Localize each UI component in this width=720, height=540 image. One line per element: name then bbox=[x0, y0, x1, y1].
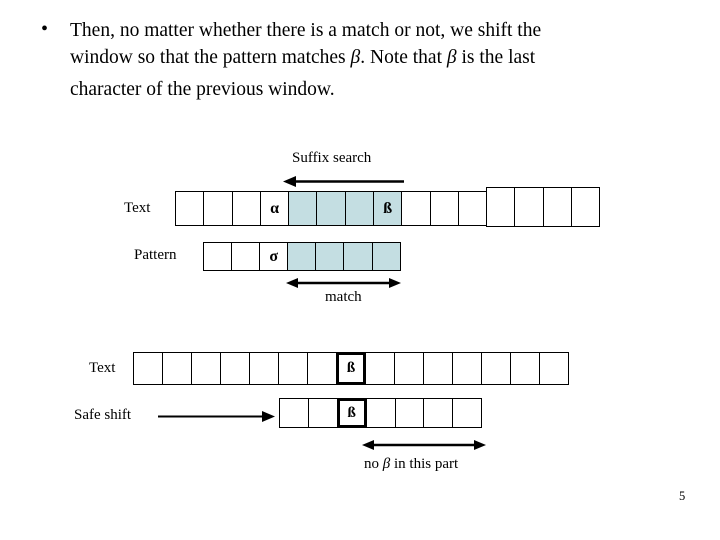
grid-cell bbox=[231, 242, 261, 271]
grid-cell: σ bbox=[259, 242, 289, 271]
beta-symbol: β bbox=[446, 47, 457, 68]
grid-cell bbox=[175, 191, 205, 226]
grid-cell bbox=[514, 187, 544, 227]
grid-cell bbox=[510, 352, 540, 385]
safe-shift-label: Safe shift bbox=[74, 407, 132, 423]
grid-cell bbox=[203, 242, 233, 271]
grid-cell bbox=[307, 398, 338, 428]
text-part: . Note that bbox=[360, 47, 447, 68]
grid-cell bbox=[191, 352, 221, 385]
text-part: character of the previous window. bbox=[70, 79, 335, 100]
grid-cell bbox=[203, 191, 233, 226]
safe-shift-arrow-right bbox=[158, 410, 275, 423]
bullet-paragraph: Then, no matter whether there is a match… bbox=[70, 17, 670, 103]
grid-cell bbox=[279, 398, 309, 428]
grid-cell bbox=[394, 352, 424, 385]
grid-cell bbox=[315, 242, 345, 271]
suffix-search-label: Suffix search bbox=[292, 150, 372, 166]
grid-cell bbox=[365, 352, 395, 385]
no-beta-span-arrow bbox=[362, 439, 486, 451]
text-row-extra-segment bbox=[486, 187, 601, 227]
grid-cell bbox=[287, 242, 317, 271]
grid-cell bbox=[539, 352, 569, 385]
grid-cell bbox=[249, 352, 279, 385]
text-row-2: ß bbox=[133, 352, 569, 385]
grid-cell bbox=[344, 191, 375, 226]
grid-cell bbox=[288, 191, 318, 226]
grid-cell bbox=[220, 352, 250, 385]
grid-cell: ß bbox=[373, 191, 403, 226]
grid-cell: ß bbox=[336, 398, 367, 428]
text-part: no bbox=[364, 456, 383, 472]
match-label: match bbox=[325, 289, 362, 305]
grid-cell: α bbox=[259, 191, 290, 226]
text-part: window so that the pattern matches bbox=[70, 47, 351, 68]
pattern-row: σ bbox=[203, 242, 401, 271]
page-number: 5 bbox=[679, 489, 686, 503]
grid-cell bbox=[343, 242, 373, 271]
grid-cell bbox=[371, 242, 401, 271]
shifted-pattern-row: ß bbox=[279, 398, 483, 428]
grid-cell bbox=[133, 352, 163, 385]
grid-cell bbox=[429, 191, 459, 226]
grid-cell bbox=[570, 187, 601, 227]
grid-cell bbox=[307, 352, 337, 385]
beta-symbol: β bbox=[350, 47, 361, 68]
grid-cell: ß bbox=[336, 352, 366, 385]
grid-cell bbox=[162, 352, 192, 385]
bullet-line-3: character of the previous window. bbox=[70, 76, 670, 103]
match-span-arrow bbox=[286, 277, 401, 289]
bullet-marker: • bbox=[41, 18, 49, 40]
text-part: in this part bbox=[390, 456, 459, 472]
grid-cell bbox=[457, 191, 488, 226]
grid-cell bbox=[365, 398, 396, 428]
bullet-line-1: Then, no matter whether there is a match… bbox=[70, 17, 670, 44]
grid-cell bbox=[423, 352, 453, 385]
bullet-line-2: window so that the pattern matches β. No… bbox=[70, 44, 670, 71]
grid-cell bbox=[452, 352, 482, 385]
grid-cell bbox=[401, 191, 431, 226]
grid-cell bbox=[423, 398, 454, 428]
grid-cell bbox=[278, 352, 308, 385]
grid-cell bbox=[542, 187, 572, 227]
grid-cell bbox=[394, 398, 425, 428]
grid-cell bbox=[316, 191, 346, 226]
grid-cell bbox=[486, 187, 516, 227]
beta-symbol: β bbox=[382, 456, 391, 472]
grid-cell bbox=[452, 398, 483, 428]
pattern-label: Pattern bbox=[134, 247, 177, 263]
grid-cell bbox=[231, 191, 261, 226]
grid-cell bbox=[481, 352, 511, 385]
text-part: is the last bbox=[456, 47, 536, 68]
suffix-search-arrow-left bbox=[283, 175, 405, 188]
no-beta-label: no β in this part bbox=[364, 456, 458, 473]
text-part: Then, no matter whether there is a match… bbox=[70, 20, 542, 41]
text-label-2: Text bbox=[89, 360, 116, 376]
text-label: Text bbox=[124, 200, 151, 216]
